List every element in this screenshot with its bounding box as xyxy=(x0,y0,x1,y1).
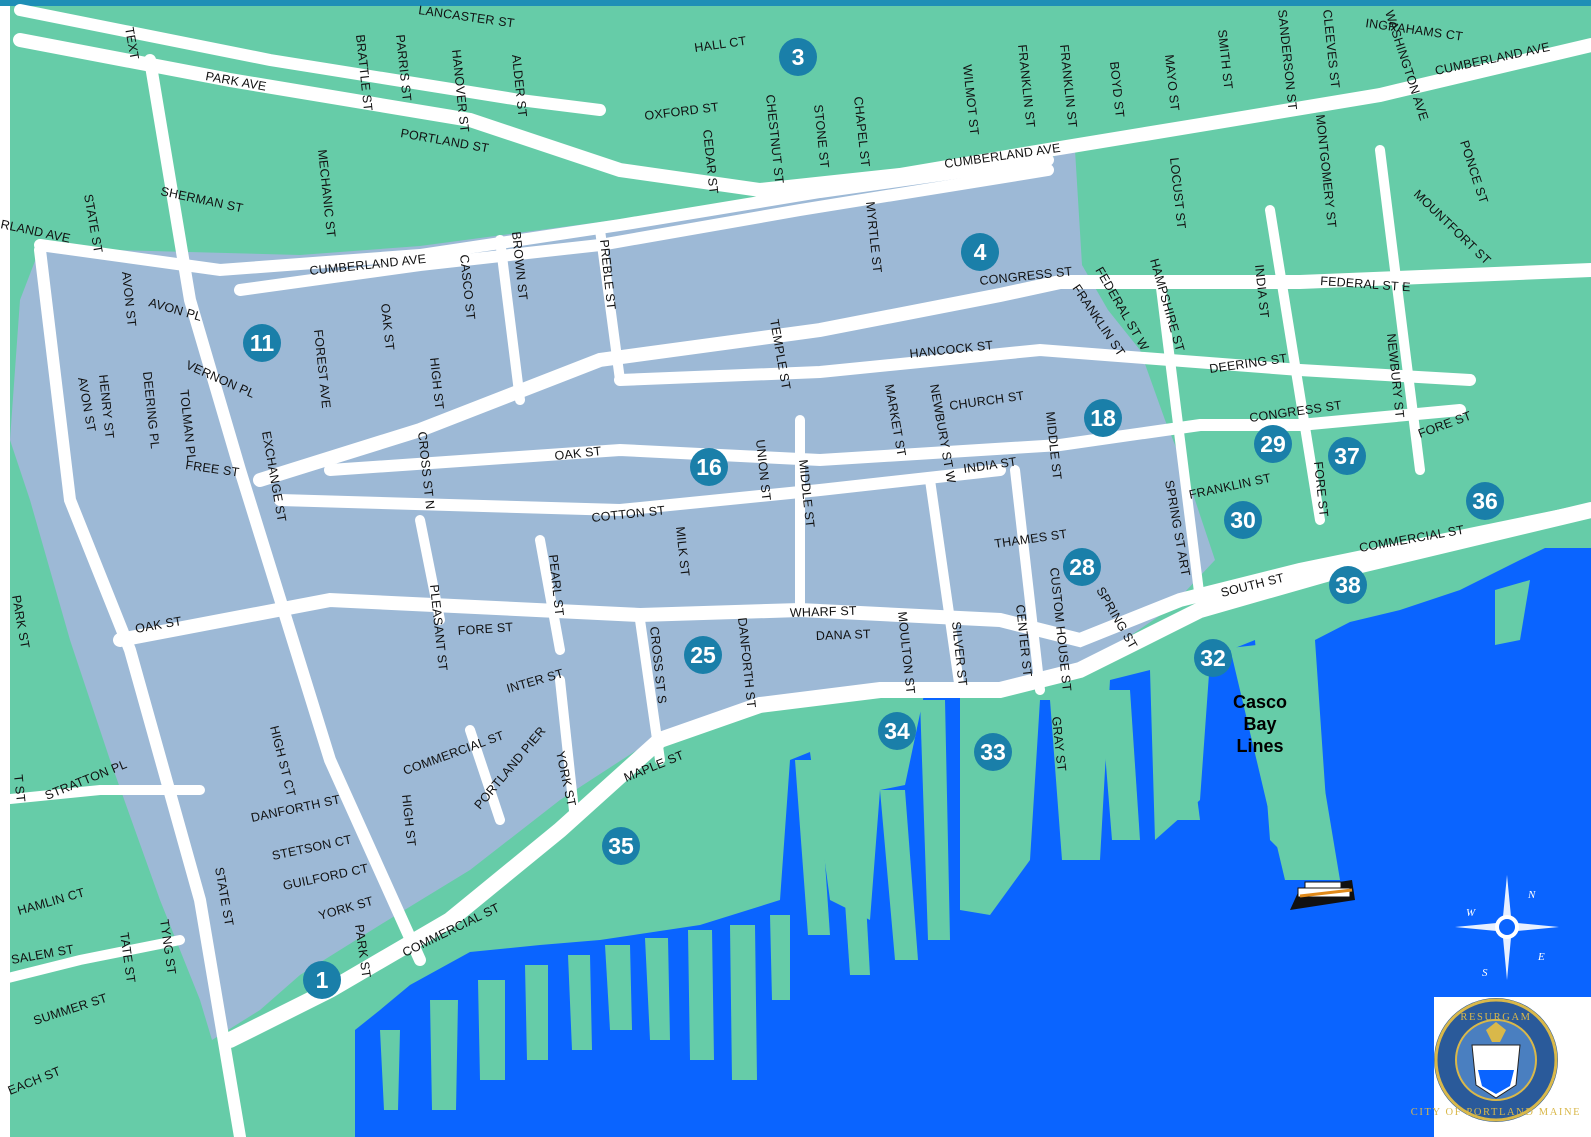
street-label: OAK ST xyxy=(554,444,602,463)
marker-circle xyxy=(243,324,281,362)
marker-30[interactable]: 30 xyxy=(1224,501,1262,539)
street-label: HENRY ST xyxy=(96,374,117,440)
street-label: MILK ST xyxy=(673,526,692,577)
marker-circle xyxy=(690,448,728,486)
marker-circle xyxy=(1329,566,1367,604)
street-label: AVON ST xyxy=(119,271,139,328)
street-label: PARRIS ST xyxy=(393,34,414,102)
marker-number: 38 xyxy=(1335,572,1361,598)
seal-bottom-text: CITY OF PORTLAND MAINE xyxy=(1411,1107,1581,1118)
marker-number: 32 xyxy=(1200,645,1226,671)
marker-1[interactable]: 1 xyxy=(303,961,341,999)
marker-36[interactable]: 36 xyxy=(1466,482,1504,520)
marker-25[interactable]: 25 xyxy=(684,636,722,674)
compass-north: N xyxy=(1527,889,1536,901)
marker-circle xyxy=(1254,425,1292,463)
marker-16[interactable]: 16 xyxy=(690,448,728,486)
street-label: OAK ST xyxy=(378,303,397,351)
marker-number: 37 xyxy=(1334,443,1360,469)
marker-number: 29 xyxy=(1260,431,1286,457)
street-label: DANA ST xyxy=(816,627,872,643)
ferry-icon xyxy=(1290,880,1355,910)
street-network xyxy=(0,4,1591,1137)
street-label: MAYO ST xyxy=(1162,54,1182,112)
street-label: HIGH ST xyxy=(427,357,446,410)
marker-37[interactable]: 37 xyxy=(1328,437,1366,475)
marker-11[interactable]: 11 xyxy=(243,324,281,362)
compass-south: S xyxy=(1482,967,1488,979)
marker-32[interactable]: 32 xyxy=(1194,639,1232,677)
street-label: FEDERAL ST E xyxy=(1320,274,1411,294)
marker-circle xyxy=(974,733,1012,771)
marker-circle xyxy=(303,961,341,999)
place-label-line-3: Lines xyxy=(1236,736,1283,756)
marker-number: 28 xyxy=(1069,554,1095,580)
marker-33[interactable]: 33 xyxy=(974,733,1012,771)
street-label: T ST xyxy=(11,774,28,803)
street-label: TEXT xyxy=(122,26,142,61)
marker-circle xyxy=(1194,639,1232,677)
marker-number: 33 xyxy=(980,739,1006,765)
marker-circle xyxy=(1084,399,1122,437)
marker-number: 16 xyxy=(696,454,722,480)
street-label: CEDAR ST xyxy=(700,129,721,195)
marker-29[interactable]: 29 xyxy=(1254,425,1292,463)
street-label: HIGH ST xyxy=(399,794,418,847)
place-label-line-2: Bay xyxy=(1243,714,1276,734)
marker-number: 35 xyxy=(608,833,634,859)
seal-top-text: RESURGAM xyxy=(1460,1012,1531,1023)
marker-34[interactable]: 34 xyxy=(878,712,916,750)
marker-circle xyxy=(1224,501,1262,539)
street-label: CASCO ST xyxy=(457,254,478,321)
city-seal-logo: RESURGAM CITY OF PORTLAND MAINE xyxy=(1411,997,1591,1137)
marker-4[interactable]: 4 xyxy=(961,233,999,271)
marker-number: 4 xyxy=(974,239,987,265)
marker-number: 18 xyxy=(1090,405,1116,431)
marker-35[interactable]: 35 xyxy=(602,827,640,865)
marker-number: 1 xyxy=(316,967,329,993)
street-label: SILVER ST xyxy=(949,621,970,687)
marker-number: 36 xyxy=(1472,488,1498,514)
marker-circle xyxy=(1328,437,1366,475)
street-label: STONE ST xyxy=(811,104,832,169)
street-label: INDIA ST xyxy=(1252,264,1272,319)
marker-circle xyxy=(961,233,999,271)
street-label: SMITH ST xyxy=(1215,29,1235,90)
street-label: ALDER ST xyxy=(509,54,529,118)
top-accent-bar xyxy=(0,0,1591,6)
street-label: WHARF ST xyxy=(790,604,857,620)
left-margin xyxy=(0,6,10,1137)
marker-number: 34 xyxy=(884,718,910,744)
marker-3[interactable]: 3 xyxy=(779,38,817,76)
casco-bay-lines-label: Casco Bay Lines xyxy=(1233,692,1287,756)
street-label: PEARL ST xyxy=(546,554,566,617)
marker-circle xyxy=(1466,482,1504,520)
compass-east: E xyxy=(1537,951,1545,963)
street-label: FORE ST xyxy=(1311,461,1331,518)
street-label: FORE ST xyxy=(457,620,514,638)
piers xyxy=(380,580,1530,1110)
compass-rose-icon: N E S W xyxy=(1455,875,1559,980)
marker-number: 30 xyxy=(1230,507,1256,533)
place-label-line-1: Casco xyxy=(1233,692,1287,712)
street-label: BOYD ST xyxy=(1107,61,1127,119)
marker-circle xyxy=(602,827,640,865)
marker-28[interactable]: 28 xyxy=(1063,548,1101,586)
marker-18[interactable]: 18 xyxy=(1084,399,1122,437)
marker-number: 11 xyxy=(250,330,275,356)
compass-west: W xyxy=(1466,907,1476,919)
street-label: UNION ST xyxy=(753,439,773,502)
marker-circle xyxy=(878,712,916,750)
marker-circle xyxy=(684,636,722,674)
marker-number: 3 xyxy=(792,44,805,70)
street-label: GRAY ST xyxy=(1049,716,1069,772)
marker-circle xyxy=(1063,548,1101,586)
downtown-district xyxy=(10,150,1215,1040)
marker-38[interactable]: 38 xyxy=(1329,566,1367,604)
marker-circle xyxy=(779,38,817,76)
marker-number: 25 xyxy=(690,642,716,668)
